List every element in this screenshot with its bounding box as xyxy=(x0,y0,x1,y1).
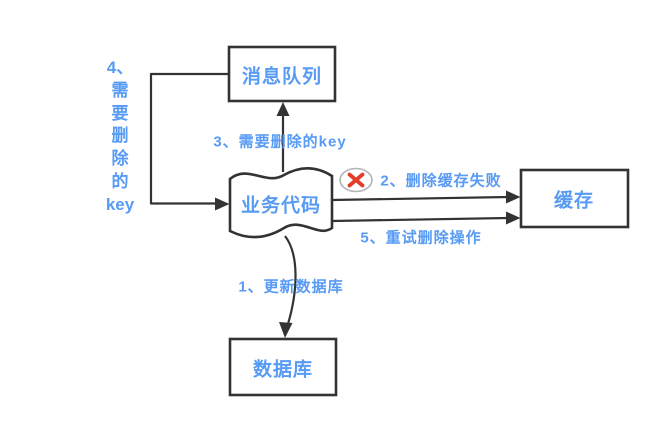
step1-label: 1、更新数据库 xyxy=(238,278,344,296)
arrowhead-to-database xyxy=(279,322,293,338)
edge-step1-curve xyxy=(284,235,297,325)
database-box xyxy=(228,337,338,397)
edge-step2-line xyxy=(331,195,509,202)
step4-label: 4、 需 要 删 除 的 key xyxy=(105,58,135,214)
error-x-icon xyxy=(339,167,373,193)
step2-label: 2、删除缓存失败 xyxy=(380,172,502,190)
error-x-cross xyxy=(347,172,365,188)
cache-label: 缓存 xyxy=(553,190,595,212)
edge-step5-line xyxy=(331,216,509,223)
edge-step4-polyline xyxy=(149,72,229,205)
business-code-label: 业务代码 xyxy=(240,195,322,217)
message-queue-label: 消息队列 xyxy=(241,66,323,88)
database-label: 数据库 xyxy=(252,359,314,381)
arrowhead-to-cache-top xyxy=(506,190,521,204)
business-code-shape xyxy=(228,167,334,239)
step5-label: 5、重试删除操作 xyxy=(360,229,482,247)
message-queue-box xyxy=(227,45,337,103)
cache-box xyxy=(519,168,630,229)
arrowhead-to-cache-bottom xyxy=(506,211,521,225)
arrowhead-to-message-queue xyxy=(276,102,290,116)
arrowhead-to-business-code xyxy=(215,197,230,211)
step3-label: 3、需要删除的key xyxy=(213,133,347,151)
